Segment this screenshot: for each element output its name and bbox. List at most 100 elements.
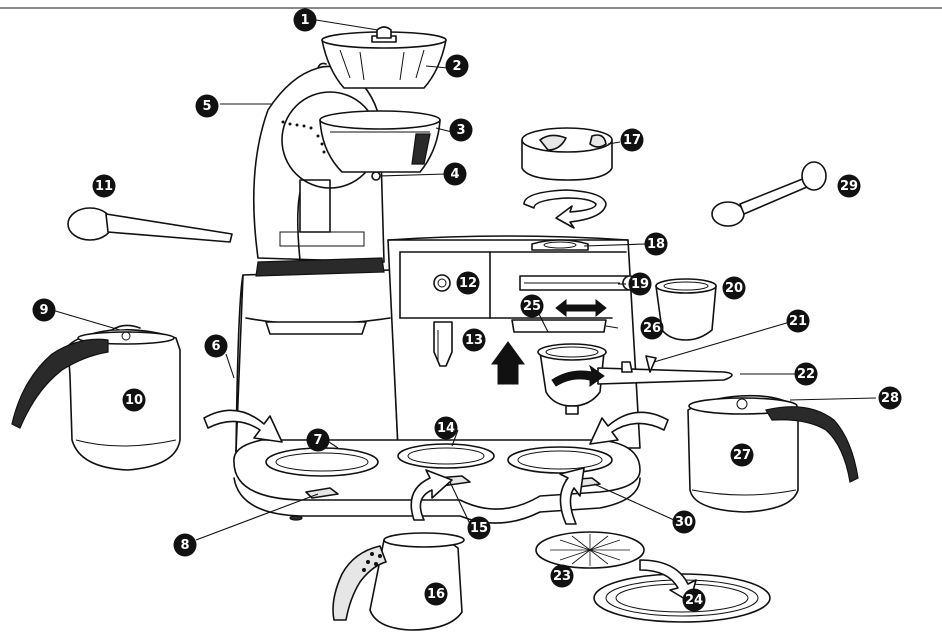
callout-number: 26 <box>643 321 661 336</box>
rotate-arrow <box>551 364 605 387</box>
callout-badge-circle <box>449 118 473 142</box>
callout-badge-4: 4 <box>443 162 467 186</box>
callout-badge-circle <box>195 94 219 118</box>
tamper-cap <box>521 127 613 181</box>
callout-badge-circle <box>434 416 458 440</box>
callout-number: 20 <box>725 281 743 296</box>
callout-number: 28 <box>881 391 899 406</box>
callout-number: 1 <box>300 13 309 28</box>
callout-badge-29: 29 <box>837 174 861 198</box>
callout-number: 21 <box>789 314 807 329</box>
callout-number: 24 <box>685 593 703 608</box>
insert-arrows <box>203 409 669 525</box>
callout-number: 10 <box>125 393 143 408</box>
callout-number: 17 <box>623 133 641 148</box>
callout-number: 3 <box>456 123 465 138</box>
callout-number: 29 <box>840 179 858 194</box>
callout-number: 8 <box>180 538 189 553</box>
left-carafe <box>11 324 181 471</box>
callout-badge-circle <box>122 388 146 412</box>
callout-badge-circle <box>878 386 902 410</box>
callout-badge-22: 22 <box>794 362 818 386</box>
callout-badge-18: 18 <box>644 232 668 256</box>
callout-badge-circle <box>424 582 448 606</box>
callout-number: 16 <box>427 587 445 602</box>
callout-badge-circle <box>628 272 652 296</box>
callout-badge-30: 30 <box>672 510 696 534</box>
callout-badge-20: 20 <box>722 276 746 300</box>
callout-number: 22 <box>797 367 815 382</box>
callout-badge-circle <box>445 54 469 78</box>
callout-badge-23: 23 <box>550 564 574 588</box>
callout-badge-9: 9 <box>32 298 56 322</box>
pod-insert <box>655 278 717 341</box>
disc-into-plate-arrow <box>639 559 697 603</box>
callout-badge-15: 15 <box>467 516 491 540</box>
callout-badge-28: 28 <box>878 386 902 410</box>
callout-number: 25 <box>523 299 541 314</box>
callout-badge-21: 21 <box>786 309 810 333</box>
callout-number: 13 <box>465 333 483 348</box>
callout-badge-1: 1 <box>293 8 317 32</box>
callout-number: 14 <box>437 421 455 436</box>
up-arrow <box>491 341 525 385</box>
callout-badge-circle <box>794 362 818 386</box>
callout-badge-13: 13 <box>462 328 486 352</box>
callout-badge-circle <box>32 298 56 322</box>
callout-badge-circle <box>837 174 861 198</box>
callout-badge-circle <box>462 328 486 352</box>
callout-badge-circle <box>644 232 668 256</box>
tamper-spoon <box>711 161 827 227</box>
callout-number: 7 <box>313 433 322 448</box>
callout-number: 6 <box>211 339 220 354</box>
callout-badge-24: 24 <box>682 588 706 612</box>
callout-badge-8: 8 <box>173 533 197 557</box>
callout-number: 23 <box>553 569 571 584</box>
callout-badge-17: 17 <box>620 128 644 152</box>
callout-number: 12 <box>459 276 477 291</box>
double-arrow <box>555 298 607 318</box>
callout-badge-7: 7 <box>306 428 330 452</box>
callout-number: 9 <box>39 303 48 318</box>
callout-number: 2 <box>452 59 461 74</box>
callout-badge-circle <box>443 162 467 186</box>
callout-number: 19 <box>631 277 649 292</box>
callout-number: 18 <box>647 237 665 252</box>
callout-badge-circle <box>204 334 228 358</box>
callout-number: 27 <box>733 448 751 463</box>
callout-badge-circle <box>467 516 491 540</box>
callout-badge-circle <box>672 510 696 534</box>
callout-badge-16: 16 <box>424 582 448 606</box>
callout-badge-circle <box>306 428 330 452</box>
callout-badge-circle <box>293 8 317 32</box>
callout-badge-3: 3 <box>449 118 473 142</box>
callout-badge-circle <box>550 564 574 588</box>
callout-badge-26: 26 <box>640 316 664 340</box>
filter-basket <box>319 110 441 173</box>
callout-badge-circle <box>786 309 810 333</box>
callout-badge-5: 5 <box>195 94 219 118</box>
callout-number: 15 <box>470 521 488 536</box>
callout-badge-circle <box>620 128 644 152</box>
callout-badge-circle <box>640 316 664 340</box>
callout-badge-circle <box>730 443 754 467</box>
callout-badge-circle <box>520 294 544 318</box>
callout-badge-6: 6 <box>204 334 228 358</box>
rotate-cap-arrow <box>523 189 607 229</box>
callout-badge-25: 25 <box>520 294 544 318</box>
callout-number: 4 <box>450 167 459 182</box>
callout-badge-27: 27 <box>730 443 754 467</box>
callout-badge-10: 10 <box>122 388 146 412</box>
filter-lid <box>321 26 447 89</box>
filter-disc <box>535 531 645 569</box>
callout-number: 5 <box>202 99 211 114</box>
callout-badge-19: 19 <box>628 272 652 296</box>
callout-number: 30 <box>675 515 693 530</box>
measuring-spoon <box>67 207 233 243</box>
callout-badge-circle <box>173 533 197 557</box>
callout-badge-14: 14 <box>434 416 458 440</box>
callout-badge-circle <box>456 271 480 295</box>
leader-lines <box>51 19 877 541</box>
